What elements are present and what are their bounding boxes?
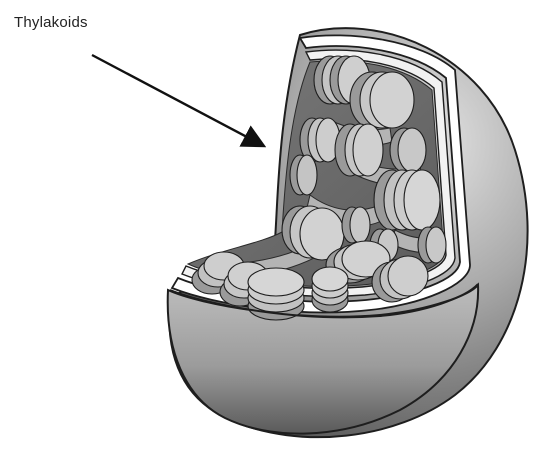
thylakoids-label: Thylakoids xyxy=(14,14,88,31)
granum xyxy=(312,267,348,312)
granum xyxy=(335,124,383,176)
thylakoids-callout-arrow xyxy=(92,55,262,145)
granum xyxy=(374,170,440,230)
granum xyxy=(418,227,446,263)
granum xyxy=(390,128,426,172)
granum xyxy=(350,72,414,128)
granum xyxy=(290,155,317,195)
granum xyxy=(342,207,370,243)
granum xyxy=(248,268,304,320)
